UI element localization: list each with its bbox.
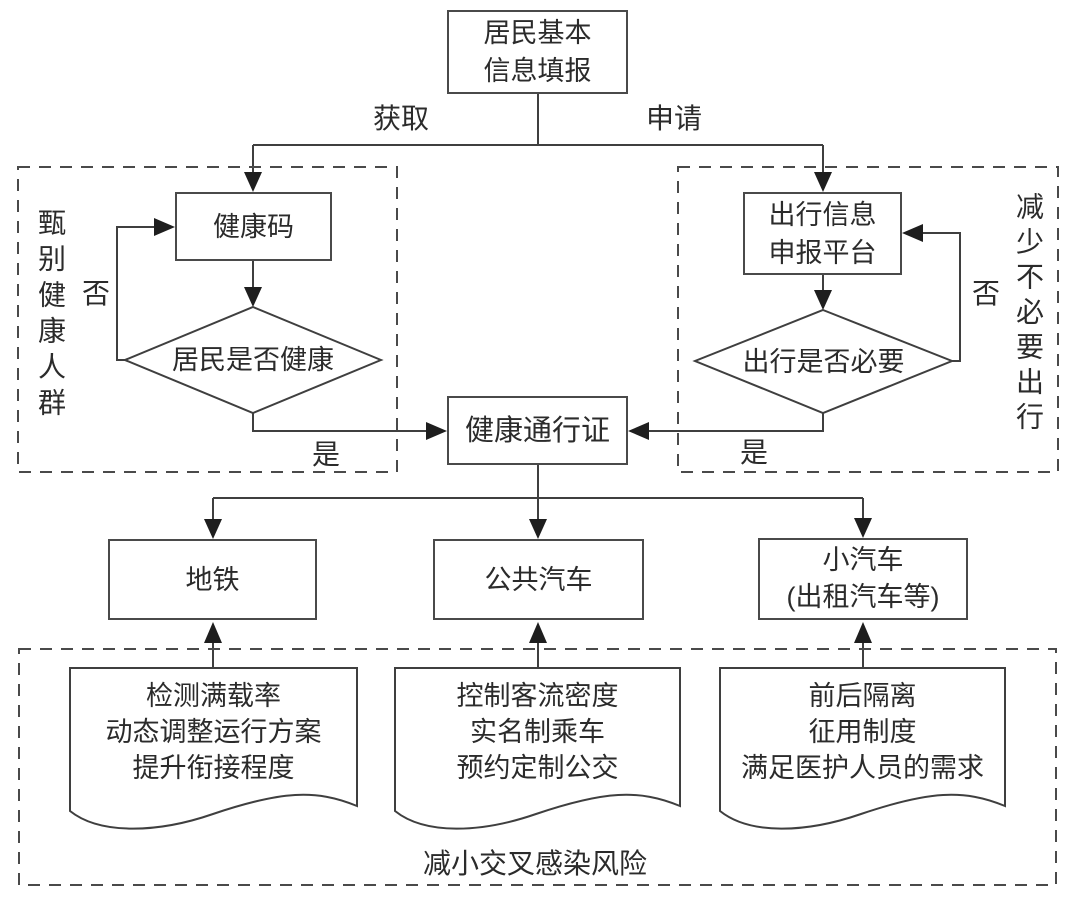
document-shape-subway-measures bbox=[69, 667, 358, 830]
decision-diamond-left bbox=[122, 305, 384, 415]
group-border-screen-healthy bbox=[17, 166, 398, 473]
document-shape-bus-measures bbox=[394, 667, 681, 830]
decision-diamond-right bbox=[692, 308, 955, 415]
arrowhead-down-decision-left bbox=[244, 287, 262, 307]
edge-loop-no-left bbox=[116, 226, 154, 361]
side-label-screen-healthy: 甄别健康人群 bbox=[35, 208, 66, 424]
health-code-box: 健康码 bbox=[175, 192, 332, 261]
edge-label-obtain: 获取 bbox=[373, 103, 430, 134]
arrowhead-down-decision-right bbox=[814, 290, 832, 310]
arrowhead-right-pass bbox=[426, 422, 447, 440]
edge-label-yes-left: 是 bbox=[312, 439, 341, 470]
arrowhead-up-car bbox=[854, 622, 872, 643]
edge-loop-no-right bbox=[923, 232, 961, 362]
arrowhead-up-subway bbox=[204, 622, 222, 643]
arrowhead-left-loop-right bbox=[902, 224, 923, 242]
arrowhead-down-car bbox=[854, 518, 872, 538]
arrowhead-right-loop-left bbox=[154, 218, 175, 236]
subway-box: 地铁 bbox=[108, 539, 317, 620]
edge-yes-left bbox=[252, 413, 426, 432]
car-box: 小汽车 (出租汽车等) bbox=[758, 538, 968, 620]
arrowhead-down-subway bbox=[204, 519, 222, 539]
title-box: 居民基本 信息填报 bbox=[447, 10, 628, 94]
arrowhead-down-platform bbox=[814, 172, 832, 192]
health-pass-box: 健康通行证 bbox=[447, 396, 628, 465]
edge-yes-right bbox=[649, 413, 824, 432]
document-shape-car-measures bbox=[719, 667, 1006, 830]
side-label-reduce-travel: 减少不必要出行 bbox=[1013, 192, 1044, 437]
edge-label-no-right: 否 bbox=[972, 278, 1001, 309]
edge-label-no-left: 否 bbox=[82, 278, 111, 309]
travel-platform-box: 出行信息 申报平台 bbox=[743, 192, 902, 275]
group-border-reduce-infection bbox=[18, 648, 1057, 886]
arrowhead-down-healthcode bbox=[244, 172, 262, 192]
arrowhead-up-bus bbox=[529, 622, 547, 643]
group-border-reduce-travel bbox=[677, 166, 1059, 473]
edge-label-yes-right: 是 bbox=[740, 437, 769, 468]
arrowhead-left-pass bbox=[628, 422, 649, 440]
edge-label-apply: 申请 bbox=[646, 103, 703, 134]
bus-box: 公共汽车 bbox=[433, 539, 644, 620]
bottom-caption-reduce-infection: 减小交叉感染风险 bbox=[423, 848, 648, 879]
arrowhead-down-bus bbox=[529, 519, 547, 539]
